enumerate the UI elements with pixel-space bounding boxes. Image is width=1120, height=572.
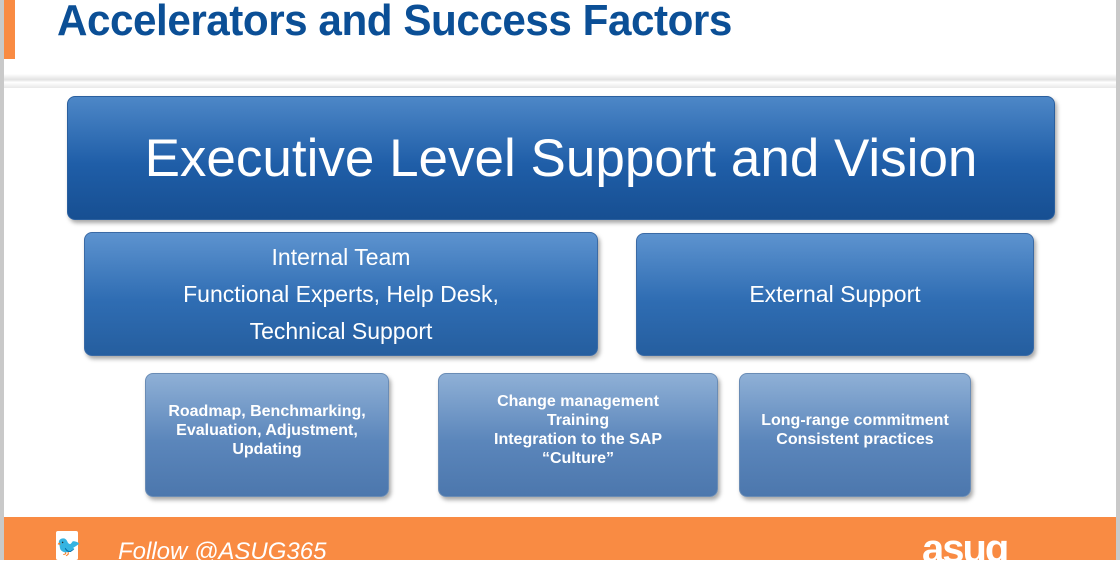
title-accent-bar <box>4 0 15 59</box>
change-management-line: Change management <box>497 393 659 410</box>
internal-team-box: Internal Team Functional Experts, Help D… <box>84 232 598 356</box>
executive-support-box: Executive Level Support and Vision <box>67 96 1055 220</box>
window-frame-right <box>1116 0 1120 560</box>
window-frame-left <box>0 0 4 560</box>
commitment-box: Long-range commitment Consistent practic… <box>739 373 971 497</box>
roadmap-line: Evaluation, Adjustment, <box>176 421 358 439</box>
footer-bar <box>4 517 1116 560</box>
executive-support-label: Executive Level Support and Vision <box>144 128 978 188</box>
external-support-label: External Support <box>749 281 921 307</box>
slide-title: Accelerators and Success Factors <box>57 0 732 45</box>
asug-logo: asug <box>922 527 1009 571</box>
follow-text: Follow @ASUG365 <box>118 538 327 565</box>
roadmap-box: Roadmap, Benchmarking, Evaluation, Adjus… <box>145 373 389 497</box>
roadmap-line: Roadmap, Benchmarking, <box>168 402 366 420</box>
internal-team-line: Functional Experts, Help Desk, <box>183 280 499 307</box>
internal-team-line: Internal Team <box>271 243 411 270</box>
external-support-box: External Support <box>636 233 1034 356</box>
roadmap-line: Updating <box>232 440 302 458</box>
commitment-line: Consistent practices <box>776 431 934 448</box>
change-management-line: “Culture” <box>542 450 614 467</box>
change-management-line: Integration to the SAP <box>494 431 662 448</box>
change-management-box: Change management Training Integration t… <box>438 373 718 497</box>
title-separator <box>4 74 1116 88</box>
commitment-line: Long-range commitment <box>761 412 949 429</box>
twitter-icon: 🐦 <box>56 531 81 560</box>
internal-team-line: Technical Support <box>249 317 433 344</box>
change-management-line: Training <box>546 412 610 429</box>
